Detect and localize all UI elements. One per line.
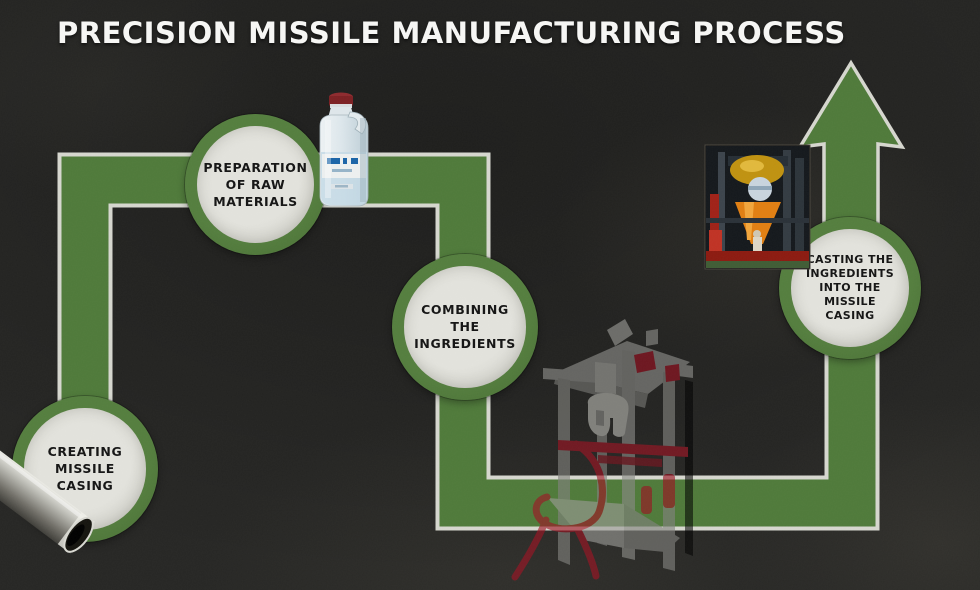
casting-press-illustration — [511, 319, 693, 581]
page-title: PRECISION MISSILE MANUFACTURING PROCESS — [57, 16, 846, 50]
raw-material-jug — [319, 92, 369, 207]
